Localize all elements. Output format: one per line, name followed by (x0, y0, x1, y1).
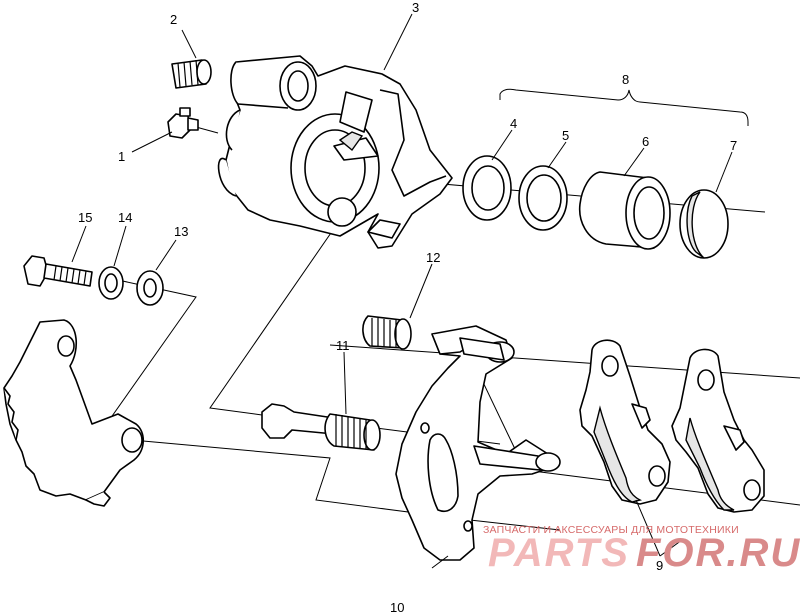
watermark-brand-left: PARTS (488, 531, 630, 575)
watermark: ЗАПЧАСТИ И АКСЕССУАРЫ ДЛЯ МОТОТЕХНИКИ PA… (483, 524, 800, 575)
upper-slide-bushing (362, 315, 412, 350)
callout-12: 12 (426, 250, 440, 265)
callout-3: 3 (412, 0, 419, 15)
piston-seal (462, 155, 512, 221)
callout-13: 13 (174, 224, 188, 239)
brake-pad-inner (579, 339, 671, 505)
fitting-bolt (167, 107, 199, 139)
caliper-body (217, 55, 453, 249)
watermark-brand-right: FOR.RU (636, 531, 800, 575)
mounting-bolt (23, 255, 93, 287)
callout-10: 10 (390, 600, 404, 615)
callout-11: 11 (336, 338, 350, 353)
callout-labels: 1 2 3 4 5 6 7 8 9 10 11 12 13 14 15 (78, 0, 737, 615)
group-bracket (499, 88, 749, 126)
callout-1: 1 (118, 149, 125, 164)
callout-5: 5 (562, 128, 569, 143)
bleeder-screw (171, 59, 212, 89)
watermark-caption: ЗАПЧАСТИ И АКСЕССУАРЫ ДЛЯ МОТОТЕХНИКИ (483, 524, 739, 536)
callout-6: 6 (642, 134, 649, 149)
mounting-arm (3, 319, 145, 507)
brake-pad-outer (671, 348, 765, 513)
lock-washer (98, 266, 124, 300)
piston-cap (679, 189, 729, 259)
callout-2: 2 (170, 12, 177, 27)
callout-7: 7 (730, 138, 737, 153)
callout-15: 15 (78, 210, 92, 225)
callout-8: 8 (622, 72, 629, 87)
lower-guide-pin (261, 403, 381, 451)
dust-seal (518, 165, 568, 231)
flat-washer (136, 270, 164, 306)
piston (578, 171, 671, 250)
callout-4: 4 (510, 116, 517, 131)
callout-14: 14 (118, 210, 132, 225)
caliper-bracket (395, 325, 561, 561)
callout-9: 9 (656, 558, 663, 573)
callout-leaders (71, 13, 733, 569)
